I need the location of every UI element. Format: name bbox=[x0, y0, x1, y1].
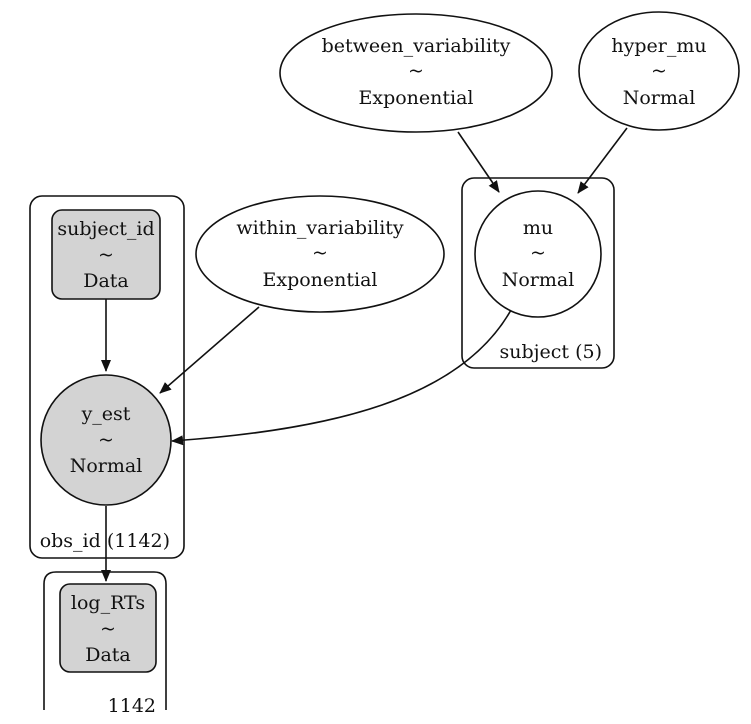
plate-subject-border bbox=[461, 177, 615, 369]
node-between-variability-name: between_variability bbox=[322, 35, 511, 57]
plate-subject: subject (5) bbox=[461, 177, 615, 369]
edge-within-variability-to-y-est bbox=[159, 306, 260, 394]
node-hyper-mu-name: hyper_mu bbox=[611, 35, 706, 57]
node-subject-id: subject_id ~ Data bbox=[51, 209, 161, 300]
plate-obs-id-label: obs_id (1142) bbox=[40, 530, 170, 552]
node-within-variability-dist: Exponential bbox=[262, 269, 377, 291]
node-within-variability-tilde: ~ bbox=[312, 242, 328, 264]
node-between-variability-shape bbox=[279, 13, 553, 133]
node-between-variability: between_variability ~ Exponential bbox=[279, 13, 553, 133]
node-hyper-mu: hyper_mu ~ Normal bbox=[578, 11, 740, 131]
node-log-rts-shape bbox=[59, 583, 157, 673]
node-y-est: y_est ~ Normal bbox=[40, 374, 172, 506]
node-log-rts: log_RTs ~ Data bbox=[59, 583, 157, 673]
node-y-est-tilde: ~ bbox=[98, 429, 114, 451]
node-mu-name: mu bbox=[523, 217, 553, 239]
node-hyper-mu-dist: Normal bbox=[623, 87, 696, 109]
node-y-est-dist: Normal bbox=[70, 455, 143, 477]
node-y-est-name: y_est bbox=[81, 403, 131, 425]
node-mu-tilde: ~ bbox=[530, 242, 546, 264]
node-subject-id-name: subject_id bbox=[57, 218, 154, 240]
node-mu-shape bbox=[474, 190, 602, 318]
node-mu-dist: Normal bbox=[502, 269, 575, 291]
node-within-variability: within_variability ~ Exponential bbox=[195, 195, 445, 313]
node-subject-id-shape bbox=[51, 209, 161, 300]
edge-mu-to-y-est bbox=[171, 309, 512, 446]
node-hyper-mu-shape bbox=[578, 11, 740, 131]
node-between-variability-tilde: ~ bbox=[408, 60, 424, 82]
node-subject-id-dist: Data bbox=[83, 270, 129, 292]
node-within-variability-shape bbox=[195, 195, 445, 313]
node-subject-id-tilde: ~ bbox=[98, 244, 114, 266]
plate-subject-label: subject (5) bbox=[499, 341, 602, 363]
edge-between-variability-to-mu bbox=[457, 131, 500, 193]
node-log-rts-name: log_RTs bbox=[71, 592, 145, 614]
plate-obs-id-border bbox=[29, 195, 185, 559]
node-hyper-mu-tilde: ~ bbox=[651, 60, 667, 82]
node-log-rts-dist: Data bbox=[85, 644, 131, 666]
node-between-variability-dist: Exponential bbox=[358, 87, 473, 109]
node-log-rts-tilde: ~ bbox=[100, 618, 116, 640]
node-within-variability-name: within_variability bbox=[236, 217, 404, 239]
plate-log-rts-label: 1142 bbox=[108, 695, 156, 717]
plate-obs-id: obs_id (1142) bbox=[29, 195, 185, 559]
node-y-est-shape bbox=[40, 374, 172, 506]
node-mu: mu ~ Normal bbox=[474, 190, 602, 318]
edge-hyper-mu-to-mu bbox=[577, 127, 628, 194]
